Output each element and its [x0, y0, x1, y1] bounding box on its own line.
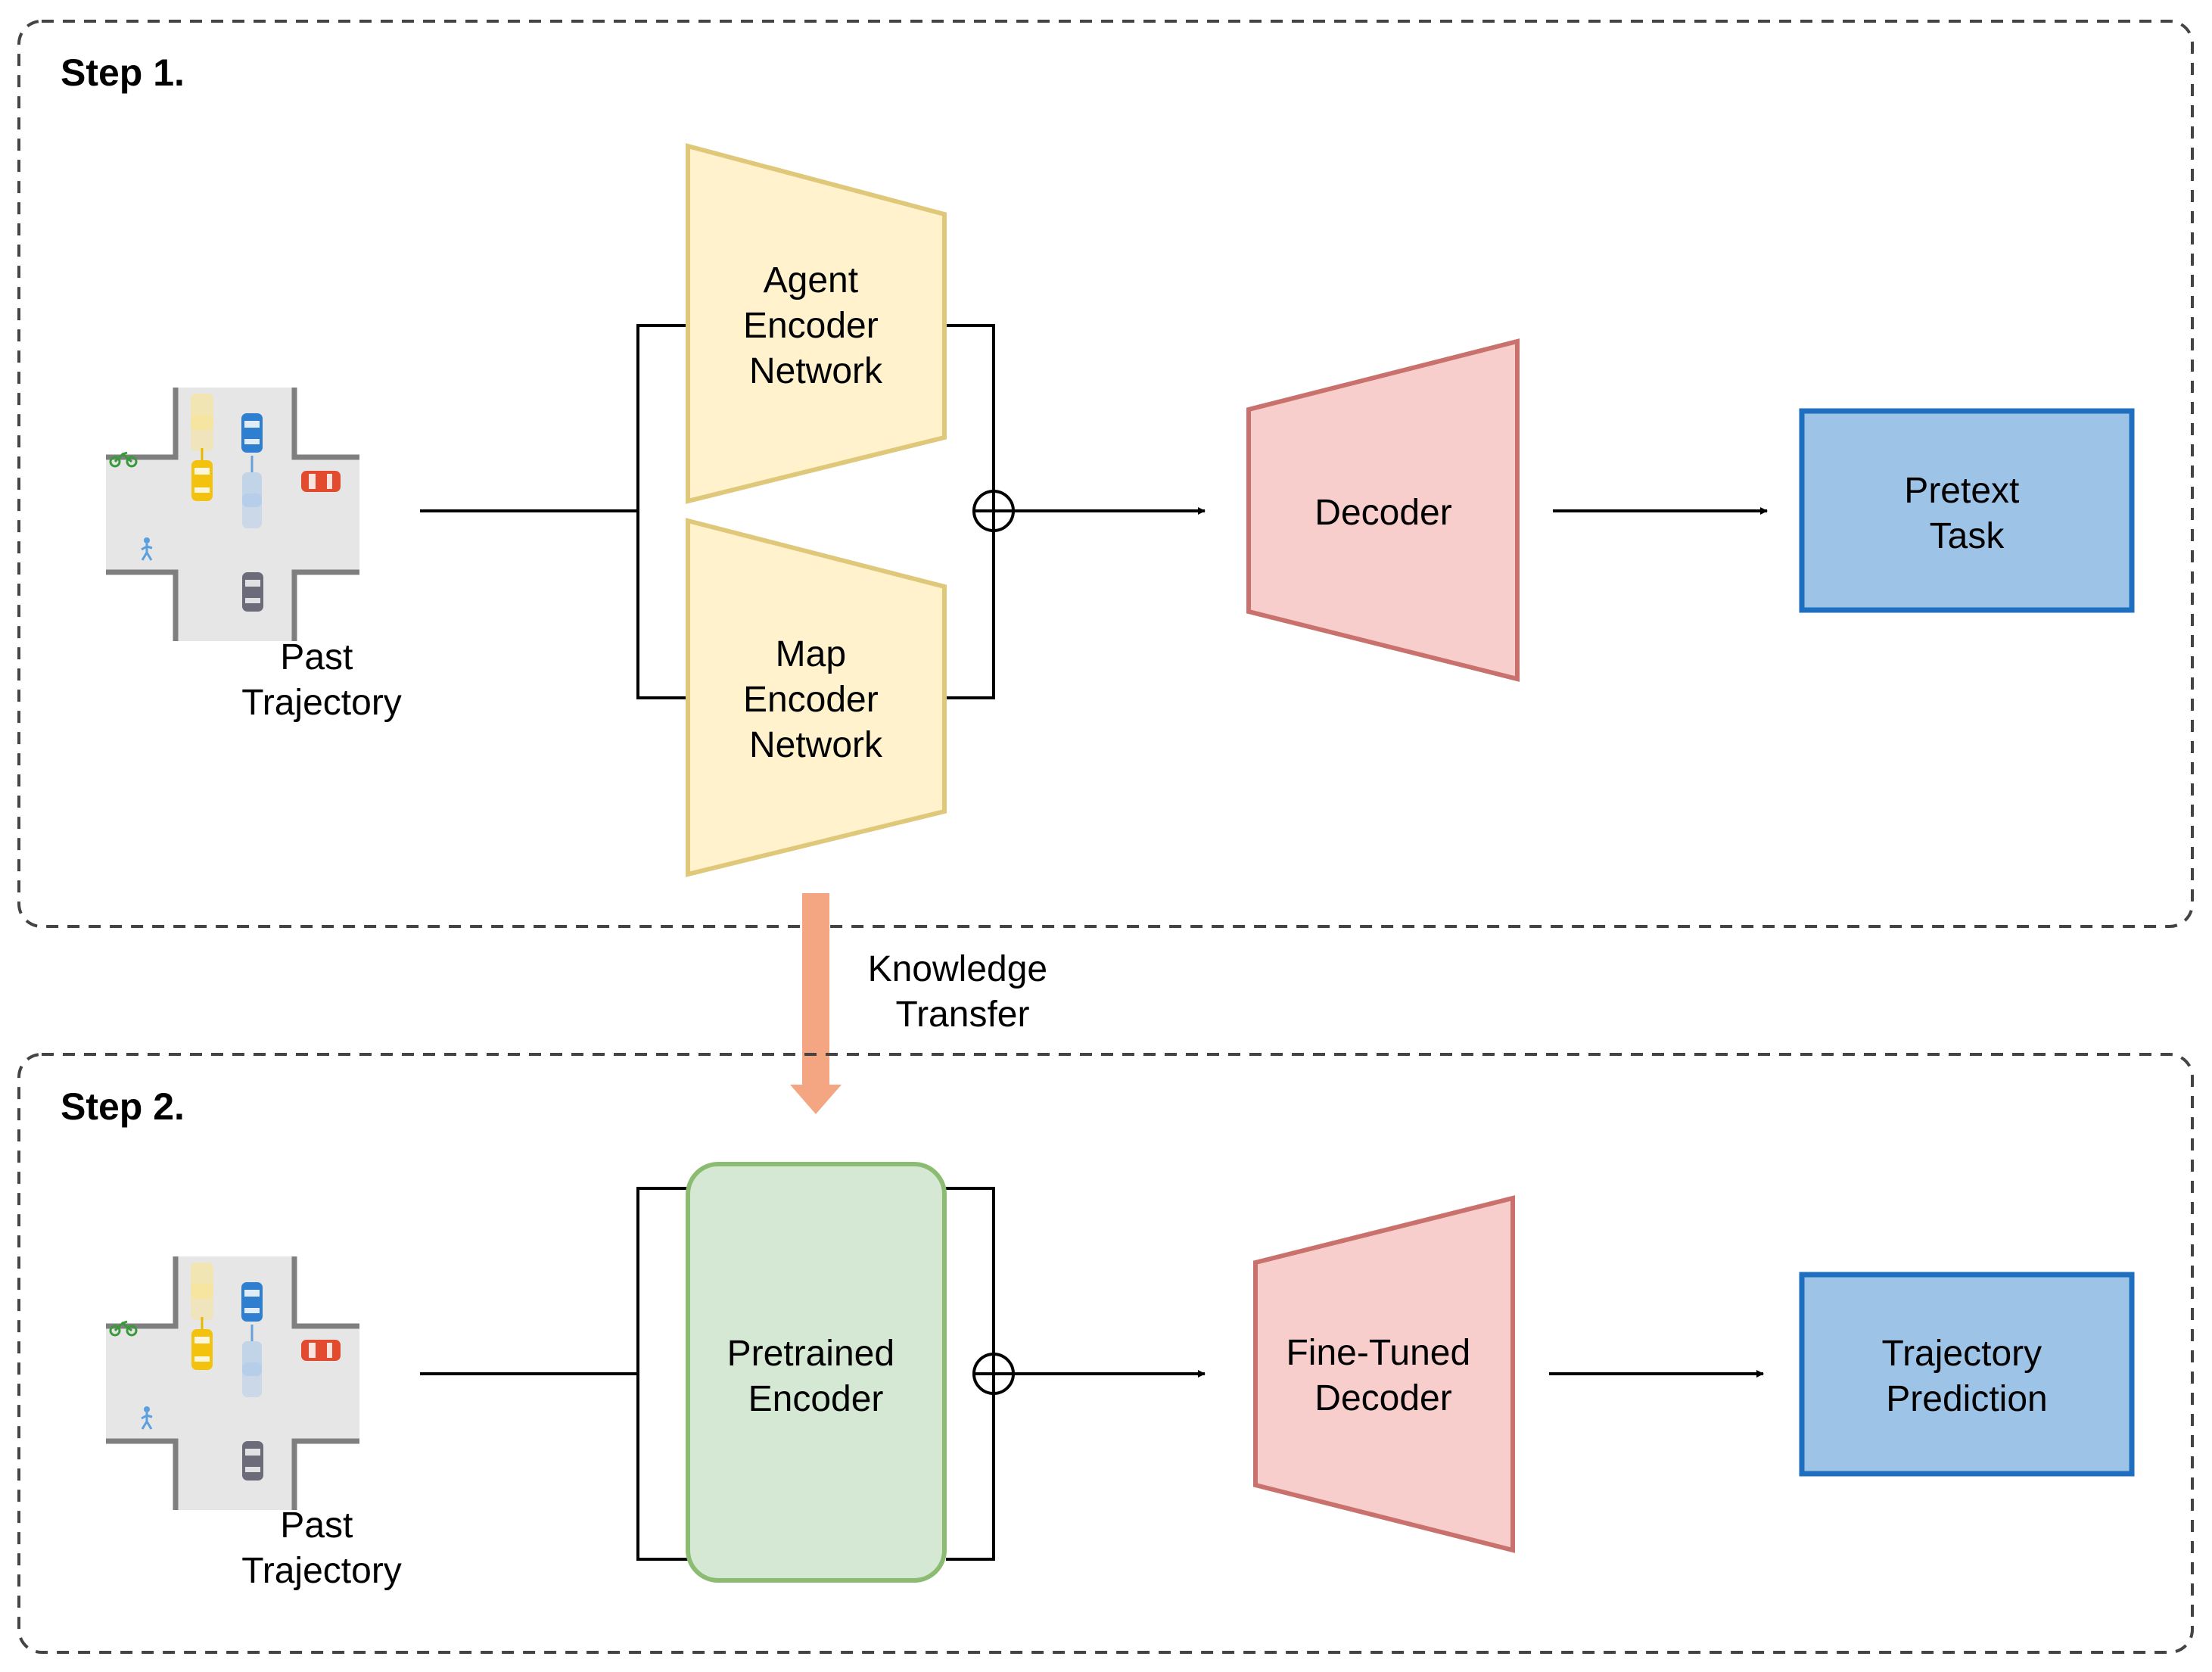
agent-encoder-shape — [686, 143, 947, 504]
step-1-title: Step 1. — [61, 51, 185, 94]
sum-node-icon — [972, 1353, 1015, 1395]
scene-illustration — [106, 1256, 359, 1510]
knowledge-transfer-label: Knowledge Transfer — [868, 949, 1058, 1035]
step-2-frame — [17, 1053, 2194, 1654]
input-label: Past Trajectory — [241, 637, 402, 723]
pretext-task-label: Pretext Task — [1904, 471, 2029, 556]
step-2-panel: Step 2. Past Trajectory Pretrained Encod… — [17, 1053, 2194, 1654]
step-2-title: Step 2. — [61, 1085, 185, 1128]
map-encoder-label: Map Encoder Network — [743, 634, 888, 765]
sum-node-icon — [972, 490, 1015, 532]
pretrained-encoder-label: Pretrained Encoder — [727, 1334, 905, 1419]
step-1-panel: Step 1. Past Trajectory Agent Encoder Ne… — [17, 20, 2194, 928]
pretrained-encoder-box — [686, 1162, 947, 1583]
agent-encoder-label: Agent Encoder Network — [743, 260, 888, 391]
trajectory-prediction-box — [1799, 1272, 2135, 1477]
decoder-label: Decoder — [1314, 493, 1451, 533]
scene-illustration — [106, 388, 359, 641]
map-encoder-shape — [686, 518, 947, 877]
fine-tuned-decoder-shape — [1253, 1195, 1515, 1553]
decoder-shape — [1246, 338, 1520, 682]
trajectory-prediction-label: Trajectory Prediction — [1882, 1334, 2052, 1419]
input-label: Past Trajectory — [241, 1505, 402, 1591]
step-1-frame — [17, 20, 2194, 928]
pretext-task-box — [1799, 408, 2135, 613]
fine-tuned-decoder-label: Fine-Tuned Decoder — [1286, 1333, 1480, 1418]
